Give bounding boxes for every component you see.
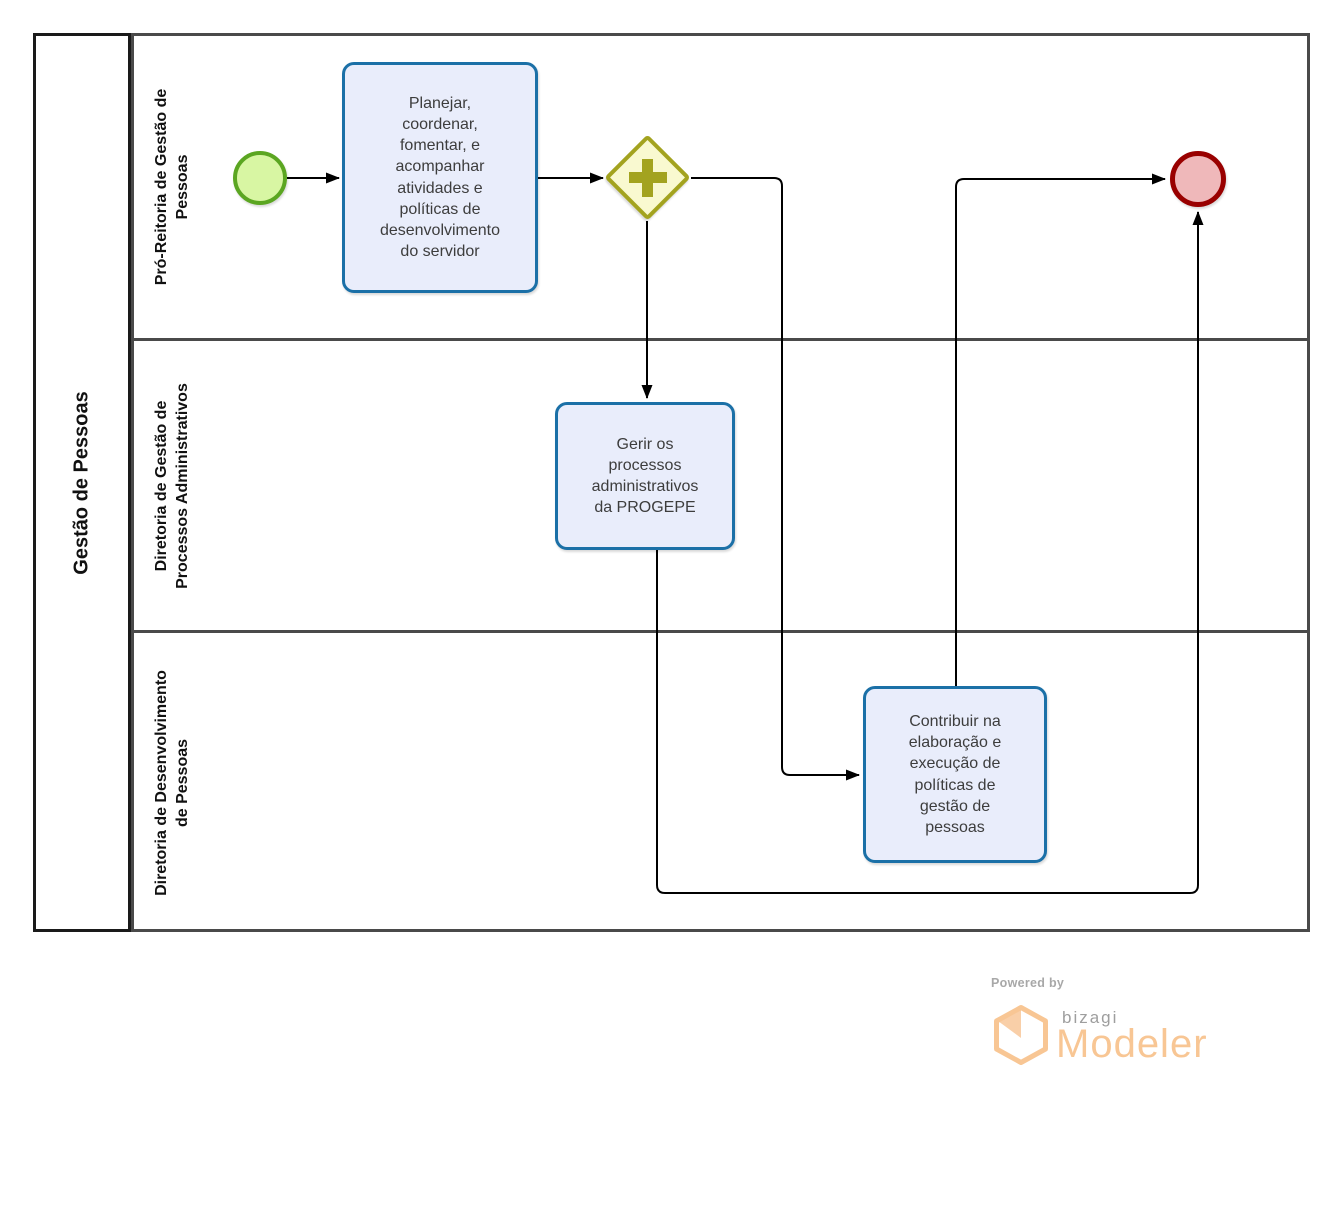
- modeler-wordmark: Modeler: [1056, 1022, 1208, 1066]
- start-event: [233, 151, 287, 205]
- logo-flap: [998, 1008, 1021, 1038]
- flow-gateway-to-contribuir: [691, 177, 860, 781]
- bizagi-logo-icon: [994, 1005, 1048, 1065]
- task-contribuir: Contribuir na elaboração e execução de p…: [863, 686, 1047, 863]
- end-event: [1170, 151, 1226, 207]
- task-label: Gerir os processos administrativos da PR…: [591, 435, 699, 517]
- lane-divider: [131, 630, 1310, 633]
- task-planejar: Planejar, coordenar, fomentar, e acompan…: [342, 62, 538, 293]
- logo-hexagon: [994, 1005, 1048, 1065]
- pool-header: [33, 33, 131, 932]
- flow-gerir-to-end: [656, 211, 1204, 894]
- powered-by-label: Powered by: [991, 976, 1065, 990]
- bizagi-watermark: Powered by bizagi Modeler: [975, 970, 1275, 1080]
- flow-contribuir-to-end: [955, 173, 1166, 686]
- task-gerir: Gerir os processos administrativos da PR…: [555, 402, 735, 550]
- task-label: Contribuir na elaboração e execução de p…: [908, 713, 1002, 836]
- plus-icon: [617, 147, 678, 208]
- lane-divider: [131, 338, 1310, 341]
- task-label: Planejar, coordenar, fomentar, e acompan…: [379, 95, 501, 260]
- bizagi-wordmark: bizagi: [1062, 1008, 1119, 1027]
